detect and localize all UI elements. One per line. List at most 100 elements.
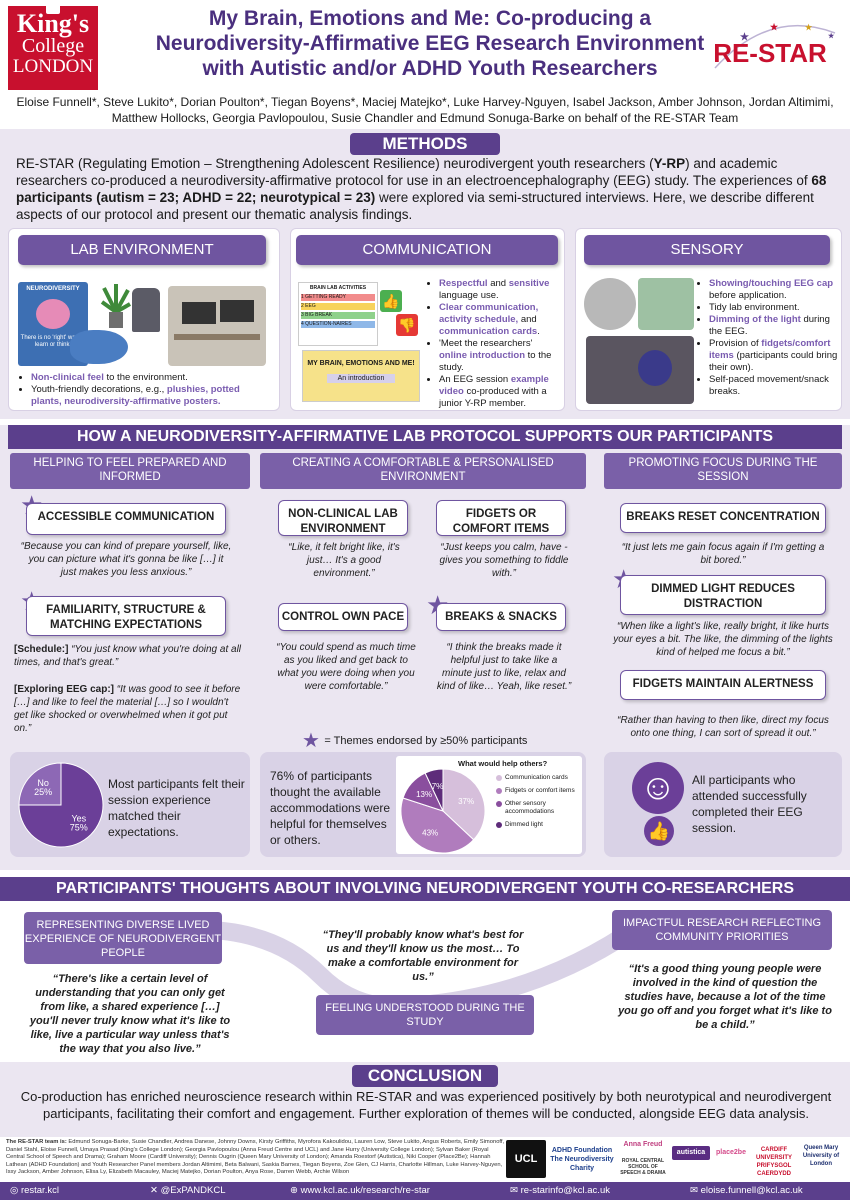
email-link-info[interactable]: ✉ re-starinfo@kcl.ac.uk: [510, 1185, 610, 1196]
brain-icon: [36, 299, 70, 329]
list-item: Non-clinical feel to the environment.: [31, 372, 272, 384]
anna-freud-logo: Anna Freud: [623, 1141, 663, 1148]
intro-participants: 68 participants (autism = 23; ADHD = 22;…: [16, 173, 827, 205]
star-legend: ★ = Themes endorsed by ≥50% participants: [302, 728, 552, 752]
quote-breaks-snacks: “I think the breaks made it helpful just…: [436, 642, 572, 692]
monitor-icon: [182, 302, 216, 324]
quote-fidgets: “Just keeps you calm, have - gives you s…: [439, 542, 569, 579]
schedule-row: 2 EEG: [301, 303, 375, 310]
quote-fidgets-alertness: “Rather than having to then like, direct…: [617, 715, 829, 739]
intro-yrp: Y-RP: [653, 156, 686, 171]
support-heading: HOW A NEURODIVERSITY-AFFIRMATIVE LAB PRO…: [8, 425, 842, 449]
activity-schedule-card: BRAIN LAB ACTIVITIES 1 GETTING READY 2 E…: [298, 282, 378, 346]
sensory-bullets: Showing/touching EEG cap before applicat…: [698, 278, 838, 398]
slide-subtitle: An introduction: [327, 374, 395, 383]
col3-stat-text: All participants who attended successful…: [692, 773, 807, 835]
sensory-title: SENSORY: [584, 235, 830, 265]
queen-mary-logo: Queen Mary University of London: [802, 1145, 840, 1167]
royal-central-logo: ROYAL CENTRAL SCHOOL OF SPEECH & DRAMA: [620, 1158, 666, 1176]
theme-breaks-snacks: BREAKS & SNACKS: [436, 603, 566, 631]
intro-part-c: ) and academic researchers co-produced a…: [16, 156, 812, 188]
eeg-cap-icon: [638, 350, 672, 386]
shark-plush-icon: [70, 330, 128, 364]
fidget-toys-photo: [638, 278, 694, 330]
title-line-1: My Brain, Emotions and Me: Co-producing …: [208, 7, 652, 30]
star-icon: ★: [302, 730, 320, 752]
neurodiversity-poster: NEURODIVERSITY There is no 'right' way t…: [18, 282, 88, 366]
col2-header: CREATING A COMFORTABLE & PERSONALISED EN…: [260, 453, 586, 489]
intro-part-a: RE-STAR (Regulating Emotion – Strengthen…: [16, 156, 654, 171]
lab-desk-photo: [168, 286, 266, 366]
title-line-3: with Autistic and/or ADHD Youth Research…: [202, 57, 658, 80]
conclusion-heading: CONCLUSION: [352, 1065, 498, 1087]
instagram-link[interactable]: ◎ restar.kcl: [10, 1185, 59, 1196]
schedule-row: 1 GETTING READY: [301, 294, 375, 301]
legend-entry: Communication cards: [496, 774, 580, 782]
adhd-foundation-logo: ADHD Foundation The Neurodiversity Chari…: [550, 1147, 614, 1172]
pie-slice-dimmed-light: [424, 768, 444, 812]
place2be-logo: place2be: [716, 1149, 746, 1156]
legend-swatch: [496, 822, 502, 828]
theme-dimmed-light: DIMMED LIGHT REDUCES DISTRACTION: [620, 575, 826, 615]
list-item: 'Meet the researchers' online introducti…: [439, 338, 560, 374]
star-legend-text: = Themes endorsed by ≥50% participants: [324, 735, 528, 747]
theme-fidgets: FIDGETS OR COMFORT ITEMS: [436, 500, 566, 536]
quote-eeg-cap: [Exploring EEG cap:] “It was good to see…: [14, 684, 241, 734]
schedule-row: 4 QUESTION-NAIRES: [301, 321, 375, 328]
pie-label: 25%: [34, 787, 52, 797]
quote-schedule: [Schedule:] “You just know what you're d…: [14, 644, 242, 668]
legend-label: Fidgets or comfort items: [505, 787, 575, 794]
theme-feeling-understood: FEELING UNDERSTOOD DURING THE STUDY: [316, 995, 534, 1035]
globe-icon: ⊕: [290, 1185, 301, 1196]
col1-header: HELPING TO FEEL PREPARED AND INFORMED: [10, 453, 250, 489]
communication-bullets: Respectful and sensitive language use. C…: [428, 278, 560, 410]
legend-label: Communication cards: [505, 774, 568, 781]
pie-label: No: [37, 778, 49, 788]
quote-accessible-communication: “Because you can kind of prepare yoursel…: [20, 541, 232, 578]
svg-text:★: ★: [828, 32, 835, 40]
poster-title: My Brain, Emotions and Me: Co-producing …: [150, 6, 710, 81]
stars-arc-icon: ★ ★ ★ ★: [714, 22, 836, 69]
x-icon: ✕: [150, 1185, 161, 1196]
list-item: An EEG session example video co-produced…: [439, 374, 560, 410]
email-link-eloise[interactable]: ✉ eloise.funnell@kcl.ac.uk: [690, 1185, 803, 1196]
methods-intro: RE-STAR (Regulating Emotion – Strengthen…: [16, 155, 836, 223]
accommodations-chart: What would help others? 37%43%13%7% Comm…: [396, 756, 582, 854]
email-icon: ✉: [510, 1185, 521, 1196]
legend-entry: Fidgets or comfort items: [496, 787, 580, 795]
pie-label: Yes: [71, 813, 86, 823]
thoughts-heading: PARTICIPANTS' THOUGHTS ABOUT INVOLVING N…: [0, 877, 850, 901]
poster-title-text: NEURODIVERSITY: [26, 286, 80, 292]
methods-heading: METHODS: [350, 133, 500, 155]
schedule-title: BRAIN LAB ACTIVITIES: [309, 285, 367, 291]
thumbs-up-icon: 👍: [380, 290, 402, 312]
list-item: Tidy lab environment.: [709, 302, 838, 314]
quote-feeling-understood: “They'll probably know what's best for u…: [322, 929, 524, 983]
chart-title: What would help others?: [458, 759, 548, 768]
pie-slice-yes: [18, 762, 104, 848]
smiley-icon: ☺: [632, 762, 684, 814]
list-item: Provision of fidgets/comfort items (part…: [709, 338, 838, 374]
theme-impactful-research: IMPACTFUL RESEARCH REFLECTING COMMUNITY …: [612, 910, 832, 950]
legend-entry: Dimmed light: [496, 821, 580, 829]
kcl-logo: King's College LONDON: [8, 4, 98, 90]
eeg-cap-photo: [584, 278, 636, 330]
accommodations-pie: 37%43%13%7%: [400, 768, 486, 854]
conclusion-text: Co-production has enriched neuroscience …: [20, 1089, 832, 1121]
website-link[interactable]: ⊕ www.kcl.ac.uk/research/re-star: [290, 1185, 430, 1196]
legend-swatch: [496, 775, 502, 781]
footer-bar: [0, 1182, 850, 1200]
col3-header: PROMOTING FOCUS DURING THE SESSION: [604, 453, 842, 489]
email-icon: ✉: [690, 1185, 701, 1196]
potted-plant-icon: [100, 282, 132, 330]
x-link[interactable]: ✕ @ExPANDKCL: [150, 1185, 226, 1196]
thumbs-down-icon: 👎: [396, 314, 418, 336]
kcl-logo-line2: College: [21, 35, 85, 57]
crest-icon: [46, 4, 60, 14]
svg-text:★: ★: [740, 32, 749, 43]
list-item: Clear communication, activity schedule, …: [439, 302, 560, 338]
legend-swatch: [496, 788, 502, 794]
pie-slice-fidgets-or-comfort-items: [400, 797, 475, 854]
